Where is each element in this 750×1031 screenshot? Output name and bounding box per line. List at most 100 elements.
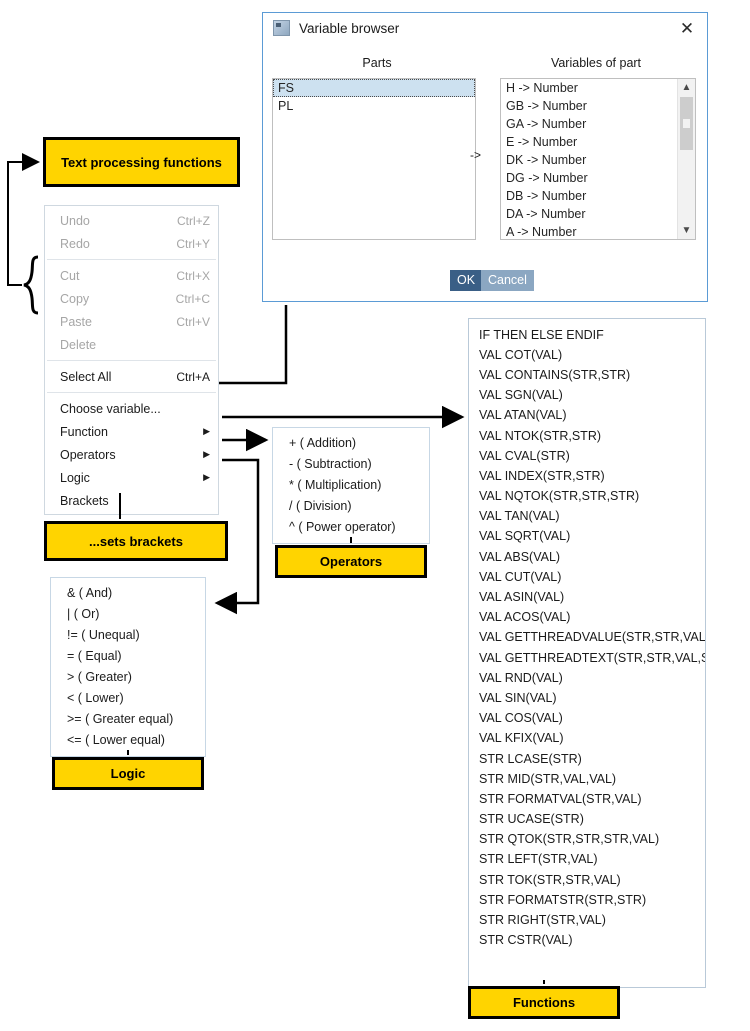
menu-item-label: Copy — [60, 291, 90, 306]
function-item[interactable]: VAL COS(VAL) — [479, 711, 563, 726]
logic-submenu: & ( And) | ( Or) != ( Unequal) = ( Equal) > … — [50, 577, 206, 757]
function-item[interactable]: STR MID(STR,VAL,VAL) — [479, 771, 617, 786]
callout-operators: Operators — [275, 545, 427, 578]
logic-item[interactable]: != ( Unequal) — [67, 628, 140, 642]
parts-list-item[interactable]: FS — [273, 79, 475, 97]
variables-list-item[interactable]: DG -> Number — [506, 171, 588, 185]
logic-item[interactable]: > ( Greater) — [67, 670, 132, 684]
menu-item-cut: Cut Ctrl+X — [45, 264, 218, 287]
function-item[interactable]: STR CSTR(VAL) — [479, 933, 573, 948]
function-item[interactable]: VAL NQTOK(STR,STR,STR) — [479, 489, 640, 504]
operator-item[interactable]: + ( Addition) — [289, 436, 357, 450]
menu-item-label: Delete — [60, 337, 97, 352]
variables-listbox[interactable]: H -> Number GB -> Number GA -> Number E -> … — [500, 78, 696, 240]
logic-item[interactable]: | ( Or) — [67, 607, 100, 621]
function-item[interactable]: VAL ACOS(VAL) — [479, 610, 571, 625]
parts-list-item[interactable]: PL — [278, 99, 294, 113]
function-item[interactable]: STR FORMATVAL(STR,VAL) — [479, 791, 642, 806]
variables-list-item[interactable]: DK -> Number — [506, 153, 587, 167]
function-item[interactable]: VAL KFIX(VAL) — [479, 731, 564, 746]
function-item[interactable]: STR LEFT(STR,VAL) — [479, 852, 598, 867]
variables-list-item[interactable]: GB -> Number — [506, 99, 587, 113]
operator-item[interactable]: ^ ( Power operator) — [289, 520, 396, 534]
variables-column-header: Variables of part — [550, 56, 642, 70]
menu-item-label: Select All — [60, 369, 112, 384]
function-item[interactable]: VAL COT(VAL) — [479, 347, 563, 362]
parts-listbox[interactable]: FS PL — [272, 78, 476, 240]
function-item[interactable]: STR QTOK(STR,STR,STR,VAL) — [479, 832, 660, 847]
function-item[interactable]: VAL SIN(VAL) — [479, 690, 557, 705]
operator-item[interactable]: * ( Multiplication) — [289, 478, 382, 492]
logic-item[interactable]: < ( Lower) — [67, 691, 124, 705]
menu-item-label: Brackets — [60, 493, 109, 508]
menu-item-function[interactable]: Function▶ — [45, 420, 218, 443]
function-item[interactable]: VAL GETTHREADVALUE(STR,STR,VAL,STR) — [479, 630, 706, 645]
function-item[interactable]: VAL GETTHREADTEXT(STR,STR,VAL,STR) — [479, 650, 706, 665]
menu-item-select-all[interactable]: Select All Ctrl+A — [45, 365, 218, 388]
menu-item-label: Cut — [60, 268, 80, 283]
function-item[interactable]: STR UCASE(STR) — [479, 812, 584, 827]
menu-item-accelerator: Ctrl+X — [176, 268, 210, 283]
callout-sets-brackets: ...sets brackets — [44, 521, 228, 561]
functions-submenu: IF THEN ELSE ENDIF VAL COT(VAL) VAL CONTAI… — [468, 318, 706, 988]
chevron-down-icon[interactable]: ▼ — [681, 225, 692, 236]
menu-separator — [47, 392, 216, 393]
dialog-title: Variable browser — [299, 20, 400, 36]
function-item[interactable]: VAL INDEX(STR,STR) — [479, 468, 605, 483]
variables-list-item[interactable]: A -> Number — [506, 225, 577, 239]
logic-item[interactable]: >= ( Greater equal) — [67, 712, 174, 726]
chevron-right-icon: ▶ — [203, 472, 210, 482]
logic-item[interactable]: <= ( Lower equal) — [67, 733, 165, 747]
callout-text-processing: Text processing functions — [43, 137, 240, 187]
chevron-right-icon: ▶ — [203, 449, 210, 459]
menu-item-copy: Copy Ctrl+C — [45, 287, 218, 310]
ok-button[interactable]: OK — [450, 270, 483, 291]
function-item[interactable]: VAL TAN(VAL) — [479, 509, 560, 524]
chevron-up-icon[interactable]: ▲ — [681, 82, 692, 93]
menu-item-label: Undo — [60, 213, 90, 228]
function-item[interactable]: VAL ASIN(VAL) — [479, 590, 565, 605]
dialog-title-bar: Variable browser ✕ — [263, 13, 707, 43]
variables-scrollbar[interactable]: ▲ ▼ — [677, 79, 695, 239]
function-item[interactable]: STR LCASE(STR) — [479, 751, 582, 766]
function-item[interactable]: VAL SGN(VAL) — [479, 388, 563, 403]
function-item[interactable]: VAL CONTAINS(STR,STR) — [479, 367, 631, 382]
function-item[interactable]: STR TOK(STR,STR,VAL) — [479, 872, 621, 887]
function-item[interactable]: VAL SQRT(VAL) — [479, 529, 571, 544]
function-item[interactable]: VAL ATAN(VAL) — [479, 408, 567, 423]
menu-item-accelerator: Ctrl+C — [175, 291, 210, 306]
menu-item-accelerator: Ctrl+A — [176, 369, 210, 384]
logic-item[interactable]: & ( And) — [67, 586, 113, 600]
variables-list-item[interactable]: GA -> Number — [506, 117, 587, 131]
function-item[interactable]: VAL NTOK(STR,STR) — [479, 428, 602, 443]
menu-item-label: Choose variable... — [60, 401, 161, 416]
function-item[interactable]: STR FORMATSTR(STR,STR) — [479, 892, 647, 907]
variables-list-item[interactable]: H -> Number — [506, 81, 578, 95]
menu-item-label: Logic — [60, 470, 90, 485]
transfer-arrow-label: -> — [470, 148, 482, 162]
menu-item-choose-variable[interactable]: Choose variable... — [45, 397, 218, 420]
menu-item-brackets[interactable]: Brackets — [45, 489, 218, 512]
function-item[interactable]: VAL CVAL(STR) — [479, 448, 570, 463]
menu-item-delete: Delete — [45, 333, 218, 356]
function-item[interactable]: VAL CUT(VAL) — [479, 569, 562, 584]
scrollbar-thumb[interactable] — [680, 97, 693, 150]
cancel-button[interactable]: Cancel — [481, 270, 534, 291]
menu-item-operators[interactable]: Operators▶ — [45, 443, 218, 466]
function-item[interactable]: IF THEN ELSE ENDIF — [479, 327, 604, 342]
variables-list-item[interactable]: DA -> Number — [506, 207, 586, 221]
operator-item[interactable]: / ( Division) — [289, 499, 352, 513]
variables-list-item[interactable]: E -> Number — [506, 135, 578, 149]
logic-item[interactable]: = ( Equal) — [67, 649, 122, 663]
variables-list-item[interactable]: DB -> Number — [506, 189, 587, 203]
callout-functions: Functions — [468, 986, 620, 1019]
function-item[interactable]: VAL ABS(VAL) — [479, 549, 561, 564]
function-item[interactable]: STR RIGHT(STR,VAL) — [479, 913, 606, 928]
close-icon[interactable]: ✕ — [679, 18, 695, 38]
function-item[interactable]: VAL RND(VAL) — [479, 670, 563, 685]
operators-submenu: + ( Addition) - ( Subtraction) * ( Multipl… — [272, 427, 430, 544]
menu-item-logic[interactable]: Logic ▶ — [45, 466, 218, 489]
operator-item[interactable]: - ( Subtraction) — [289, 457, 372, 471]
